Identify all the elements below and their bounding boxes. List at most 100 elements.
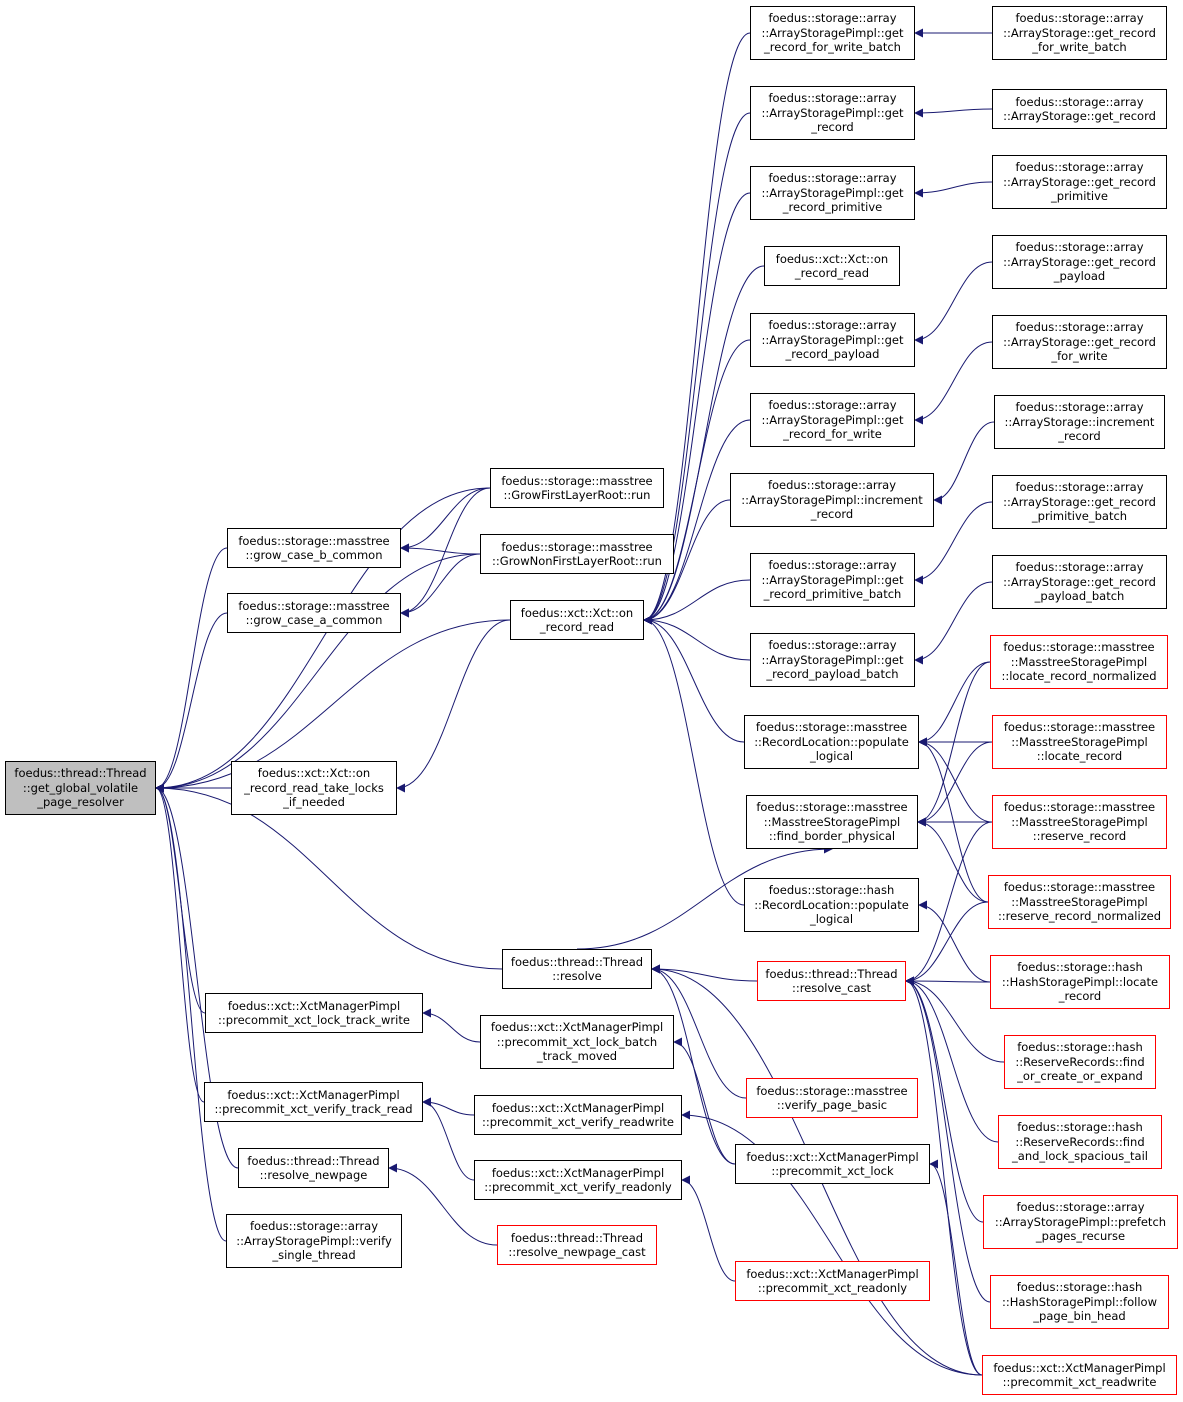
node-n-xm-lock[interactable]: foedus::xct::XctManagerPimpl ::precommit… <box>735 1144 930 1184</box>
node-n-mt-pimpl-locate[interactable]: foedus::storage::masstree ::MasstreeStor… <box>992 715 1167 769</box>
edge-n-xm-verify-rw-to-n-xm-verify-track-read <box>422 1097 475 1116</box>
node-n-mt-pimpl-reserve-norm[interactable]: foedus::storage::masstree ::MasstreeStor… <box>988 875 1171 929</box>
edge-n-arr-pimpl-getrec-payload-to-n-xct-onread <box>643 339 751 625</box>
node-n-hash-recloc-populate[interactable]: foedus::storage::hash ::RecordLocation::… <box>744 878 919 932</box>
node-n-arr-incr[interactable]: foedus::storage::array ::ArrayStorage::i… <box>994 395 1165 449</box>
edge-n-xct-onread-to-root <box>155 619 511 793</box>
edge-n-hash-recloc-populate-to-n-xct-onread <box>643 615 745 906</box>
node-n-xm-readonly[interactable]: foedus::xct::XctManagerPimpl ::precommit… <box>735 1261 930 1301</box>
node-n-xm-verify-track-read[interactable]: foedus::xct::XctManagerPimpl ::precommit… <box>204 1082 423 1122</box>
edge-n-hash-find-or-create-to-n-thread-resolve-cast <box>905 976 1005 1063</box>
edge-n-thread-resolve-cast-to-n-thread-resolve <box>651 964 758 982</box>
node-n-thread-resolve-newpage-cast[interactable]: foedus::thread::Thread ::resolve_newpage… <box>497 1225 657 1265</box>
node-n-arr-pimpl-getrec-forwrite[interactable]: foedus::storage::array ::ArrayStoragePim… <box>750 393 915 447</box>
edge-n-mt-pimpl-locate-to-n-mt-pimpl-border <box>917 741 993 827</box>
node-n-xm-verify-rw[interactable]: foedus::xct::XctManagerPimpl ::precommit… <box>474 1095 682 1135</box>
edge-n-mt-verify-page-to-n-thread-resolve <box>651 964 747 1099</box>
edge-n-mt-pimpl-locate-norm-to-n-mt-pimpl-border <box>917 661 991 827</box>
node-n-xm-verify-ro[interactable]: foedus::xct::XctManagerPimpl ::precommit… <box>474 1160 682 1200</box>
edge-n-xm-readwrite-to-n-xm-verify-rw <box>681 1110 983 1376</box>
edge-n-xm-readwrite-to-n-thread-resolve-cast <box>905 976 983 1376</box>
edge-n-arr-pimpl-getrec-write-batch-to-n-xct-onread <box>643 32 751 625</box>
node-n-arr-pimpl-getrec[interactable]: foedus::storage::array ::ArrayStoragePim… <box>750 86 915 140</box>
node-n-mt-grownonfirst[interactable]: foedus::storage::masstree ::GrowNonFirst… <box>480 534 674 574</box>
edge-n-mt-recloc-populate-to-n-xct-onread <box>643 615 745 743</box>
node-n-mt-pimpl-reserve[interactable]: foedus::storage::masstree ::MasstreeStor… <box>992 795 1167 849</box>
edge-n-arr-getrec-prim-to-n-arr-pimpl-getrec-prim <box>914 181 993 198</box>
node-n-xm-readwrite[interactable]: foedus::xct::XctManagerPimpl ::precommit… <box>982 1355 1177 1395</box>
edge-n-xm-readwrite-to-n-xm-lock <box>929 1159 983 1376</box>
edge-n-arr-pimpl-getrec-payload-batch-to-n-xct-onread <box>643 615 751 661</box>
edge-n-arr-pimpl-incr-to-n-xct-onread <box>643 499 731 625</box>
edge-n-mt-grow-a-to-root <box>155 612 228 793</box>
edge-n-mt-growfirst-to-n-mt-grow-b <box>400 487 491 553</box>
node-n-mt-grow-b[interactable]: foedus::storage::masstree ::grow_case_b_… <box>227 528 401 568</box>
edge-n-xm-lock-batch-moved-to-n-xm-lock-track-write <box>422 1008 481 1043</box>
node-n-mt-grow-a[interactable]: foedus::storage::masstree ::grow_case_a_… <box>227 593 401 633</box>
edge-n-thread-resolve-newpage-cast-to-n-thread-resolve-newpage <box>388 1163 498 1246</box>
node-n-hash-find-lock[interactable]: foedus::storage::hash ::ReserveRecords::… <box>998 1115 1162 1169</box>
node-n-mt-pimpl-locate-norm[interactable]: foedus::storage::masstree ::MasstreeStor… <box>990 635 1168 689</box>
node-n-arr-getrec-payload-batch[interactable]: foedus::storage::array ::ArrayStorage::g… <box>992 555 1167 609</box>
node-n-arr-pimpl-incr[interactable]: foedus::storage::array ::ArrayStoragePim… <box>730 473 934 527</box>
node-n-xct-onread[interactable]: foedus::xct::Xct::on _record_read <box>510 600 644 640</box>
edge-n-xm-lock-to-n-xm-lock-batch-moved <box>673 1037 736 1165</box>
edge-n-arr-getrec-to-n-arr-pimpl-getrec <box>914 108 993 118</box>
node-n-mt-verify-page[interactable]: foedus::storage::masstree ::verify_page_… <box>746 1078 918 1118</box>
node-n-arr-getrec-prim[interactable]: foedus::storage::array ::ArrayStorage::g… <box>992 155 1167 209</box>
node-n-hash-pimpl-follow[interactable]: foedus::storage::hash ::HashStoragePimpl… <box>990 1275 1169 1329</box>
node-n-xct-onread-locks[interactable]: foedus::xct::Xct::on _record_read_take_l… <box>231 761 397 815</box>
node-n-hash-pimpl-locate[interactable]: foedus::storage::hash ::HashStoragePimpl… <box>990 955 1170 1009</box>
edge-n-mt-grownonfirst-to-n-mt-grow-b <box>400 543 481 555</box>
node-n-mt-recloc-populate[interactable]: foedus::storage::masstree ::RecordLocati… <box>744 715 919 769</box>
node-n-arr-pimpl-getrec-write-batch[interactable]: foedus::storage::array ::ArrayStoragePim… <box>750 6 915 60</box>
edge-n-xct-onread-to-n-xct-onread-locks <box>396 619 511 793</box>
edge-n-thread-resolve-to-root <box>155 783 503 970</box>
edge-n-mt-pimpl-reserve-to-n-thread-resolve-cast <box>905 821 993 986</box>
edge-n-xm-verify-track-read-to-root <box>155 783 205 1103</box>
edge-n-arr-incr-to-n-arr-pimpl-incr <box>933 421 995 505</box>
edge-n-arr-pimpl-getrec-to-n-xct-onread <box>643 112 751 625</box>
node-n-xm-lock-batch-moved[interactable]: foedus::xct::XctManagerPimpl ::precommit… <box>480 1015 674 1069</box>
edge-n-mt-grownonfirst-to-root <box>155 553 481 793</box>
edge-n-arr-getrec-payload-to-n-arr-pimpl-getrec-payload <box>914 261 993 345</box>
edge-n-arr-pimpl-getrec-forwrite-to-n-xct-onread <box>643 419 751 625</box>
edge-n-mt-growfirst-to-root <box>155 487 491 793</box>
node-root: foedus::thread::Thread ::get_global_vola… <box>5 761 156 815</box>
edge-n-arr-getrec-payload-batch-to-n-arr-pimpl-getrec-payload-batch <box>914 581 993 665</box>
edge-n-mt-grow-b-to-root <box>155 547 228 793</box>
node-n-arr-pimpl-getrec-payload-batch[interactable]: foedus::storage::array ::ArrayStoragePim… <box>750 633 915 687</box>
node-n-arr-getrec-prim-batch[interactable]: foedus::storage::array ::ArrayStorage::g… <box>992 475 1167 529</box>
node-n-arr-pimpl-prefetch[interactable]: foedus::storage::array ::ArrayStoragePim… <box>983 1195 1178 1249</box>
edge-n-mt-growfirst-to-n-mt-grow-a <box>400 487 491 618</box>
edge-n-mt-pimpl-reserve-norm-to-n-thread-resolve-cast <box>905 901 989 986</box>
node-n-arr-pimpl-verify-single[interactable]: foedus::storage::array ::ArrayStoragePim… <box>226 1214 402 1268</box>
edge-n-arr-pimpl-verify-single-to-root <box>155 783 227 1242</box>
node-n-xct-onread-top[interactable]: foedus::xct::Xct::on _record_read <box>764 246 900 286</box>
edge-n-hash-pimpl-locate-to-n-thread-resolve-cast <box>905 976 991 986</box>
node-n-xm-lock-track-write[interactable]: foedus::xct::XctManagerPimpl ::precommit… <box>205 993 423 1033</box>
node-n-thread-resolve[interactable]: foedus::thread::Thread ::resolve <box>502 949 652 989</box>
node-n-mt-growfirst[interactable]: foedus::storage::masstree ::GrowFirstLay… <box>490 468 664 508</box>
node-n-arr-pimpl-getrec-prim-batch[interactable]: foedus::storage::array ::ArrayStoragePim… <box>750 553 915 607</box>
edge-n-thread-resolve-newpage-to-root <box>155 783 239 1169</box>
edge-n-mt-grownonfirst-to-n-mt-grow-a <box>400 553 481 618</box>
node-n-arr-getrec-payload[interactable]: foedus::storage::array ::ArrayStorage::g… <box>992 235 1167 289</box>
edge-n-mt-pimpl-locate-norm-to-n-mt-recloc-populate <box>918 661 991 747</box>
node-n-arr-pimpl-getrec-prim[interactable]: foedus::storage::array ::ArrayStoragePim… <box>750 166 915 220</box>
edge-n-mt-pimpl-reserve-norm-to-n-mt-pimpl-border <box>917 817 989 903</box>
edge-n-xm-verify-ro-to-n-xm-verify-track-read <box>422 1097 475 1181</box>
edge-n-thread-resolve-to-n-mt-pimpl-border <box>576 844 833 950</box>
node-n-arr-getrec-forwrite[interactable]: foedus::storage::array ::ArrayStorage::g… <box>992 315 1167 369</box>
node-n-mt-pimpl-border[interactable]: foedus::storage::masstree ::MasstreeStor… <box>746 795 918 849</box>
edge-n-hash-pimpl-locate-to-n-hash-recloc-populate <box>918 900 991 983</box>
node-n-thread-resolve-newpage[interactable]: foedus::thread::Thread ::resolve_newpage <box>238 1148 389 1188</box>
node-n-arr-getrec-write-batch[interactable]: foedus::storage::array ::ArrayStorage::g… <box>992 6 1167 60</box>
node-n-hash-find-or-create[interactable]: foedus::storage::hash ::ReserveRecords::… <box>1004 1035 1156 1089</box>
node-n-arr-pimpl-getrec-payload[interactable]: foedus::storage::array ::ArrayStoragePim… <box>750 313 915 367</box>
edge-n-xm-readonly-to-n-xm-verify-ro <box>681 1175 736 1282</box>
node-n-arr-getrec[interactable]: foedus::storage::array ::ArrayStorage::g… <box>992 89 1167 129</box>
node-n-thread-resolve-cast[interactable]: foedus::thread::Thread ::resolve_cast <box>757 961 906 1001</box>
